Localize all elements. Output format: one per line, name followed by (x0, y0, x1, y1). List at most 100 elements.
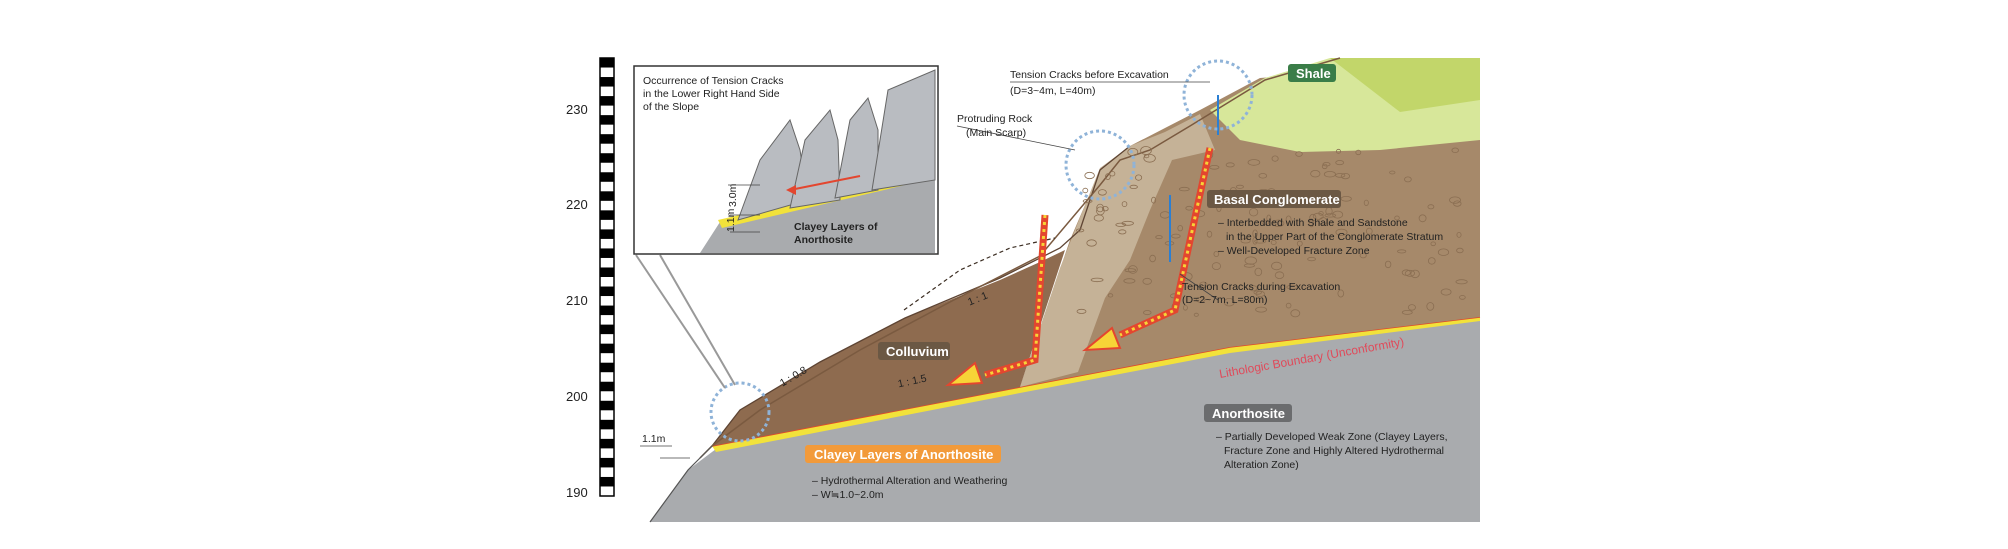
pebble (1404, 176, 1412, 183)
protruding-label: Protruding Rock (957, 113, 1033, 125)
slope-surface-line (699, 57, 1341, 459)
anorthosite-tag (1204, 404, 1292, 422)
unit-tags: Shale Basal Conglomerate Colluvium Anort… (805, 64, 1341, 463)
pebble (1243, 263, 1255, 268)
pebble (1252, 236, 1258, 245)
pebble (1240, 238, 1251, 244)
shale-label: Shale (1296, 66, 1331, 81)
pebble (1082, 187, 1089, 194)
pebble (1272, 219, 1285, 227)
pebble (1335, 160, 1345, 166)
pebble (1253, 290, 1262, 295)
pebble (1225, 162, 1235, 168)
pebble (1118, 229, 1127, 235)
pebble (1140, 146, 1152, 155)
ruler-segment (600, 172, 614, 182)
pebble (1075, 228, 1085, 233)
pebble (1254, 267, 1263, 277)
pebble (1261, 220, 1270, 226)
toe-slope (649, 445, 713, 523)
pebble (1199, 281, 1208, 288)
ruler-segment (600, 457, 614, 468)
protruding-sub: (Main Scarp) (966, 127, 1026, 139)
ruler-segment (600, 58, 614, 68)
pebble (1107, 293, 1114, 298)
pebble (1318, 217, 1328, 226)
inset-title-line: in the Lower Right Hand Side (643, 88, 780, 100)
ruler-segment (600, 153, 614, 163)
tension-before-dim: (D=3~4m, L=40m) (1010, 85, 1096, 97)
pebble (1407, 304, 1416, 311)
arrow-head-left (944, 361, 984, 387)
pebble (1249, 285, 1258, 292)
ruler-segment (600, 343, 614, 354)
conglomerate-texture (1075, 146, 1468, 318)
pebble (1449, 196, 1461, 204)
tension-during-dim: (D=2~7m, L=80m) (1182, 294, 1268, 306)
pebble (1428, 257, 1436, 265)
pebble (1124, 268, 1137, 273)
ruler-segment (600, 96, 614, 106)
pebble (1105, 173, 1111, 181)
pebble (1109, 170, 1116, 177)
pebble (1359, 252, 1367, 259)
ruler-segment (600, 248, 614, 258)
inset-connector (635, 254, 726, 389)
colluvium-label: Colluvium (886, 344, 949, 359)
slip-path-left (983, 214, 1049, 379)
pebble (1121, 201, 1128, 208)
inset-arrow (789, 175, 861, 191)
pebble (1128, 265, 1138, 274)
pebble (1430, 241, 1436, 247)
pebble (1336, 148, 1342, 154)
inset-connector (659, 254, 736, 386)
pebble (1185, 205, 1193, 211)
pebble (1321, 163, 1328, 170)
pebble (1142, 277, 1152, 285)
ruler-segment (600, 419, 614, 430)
clay-band (712, 317, 1480, 452)
leader-line (1179, 273, 1219, 301)
pebble (1384, 260, 1392, 269)
pebble (1223, 298, 1235, 307)
pebble (1401, 309, 1413, 315)
arrow-head-right (1081, 326, 1122, 352)
tension-during-label: Tension Cracks during Excavation (1182, 281, 1340, 293)
slip-arrows (944, 147, 1214, 387)
inset-title-line: of the Slope (643, 101, 699, 113)
ruler-segment (600, 305, 614, 316)
ruler-segment (600, 134, 614, 144)
pebble (1254, 239, 1267, 244)
axis-tick-label: 200 (566, 389, 588, 404)
disturbed-zone (1020, 114, 1215, 387)
shale-tag (1288, 64, 1336, 82)
ruler-segment (600, 286, 614, 297)
pebble (1285, 302, 1292, 309)
pebble (1455, 279, 1468, 285)
pebble (1404, 269, 1416, 277)
inset-block (834, 96, 879, 199)
basal-note: in the Upper Part of the Conglomerate St… (1226, 231, 1443, 243)
pebble (1271, 155, 1279, 162)
inset-clay-label: Anorthosite (794, 234, 853, 246)
pebble (1355, 149, 1362, 156)
pebble (1456, 231, 1462, 238)
ruler-segment (600, 476, 614, 487)
slip-path-right (1118, 147, 1214, 339)
circle-toe (709, 381, 771, 443)
pebble (1410, 269, 1420, 279)
geology-layers (649, 57, 1481, 523)
pebble (1206, 230, 1213, 238)
axis-tick-label: 210 (566, 293, 588, 308)
pebble (1456, 247, 1464, 254)
pebble (1177, 225, 1183, 232)
ground-surface (711, 145, 1131, 447)
anorthosite-note: Alteration Zone) (1224, 459, 1299, 471)
pebble (1098, 189, 1107, 196)
pebble (1102, 206, 1109, 212)
ruler-segment (600, 438, 614, 449)
pebble (1332, 210, 1344, 219)
pebble (1366, 227, 1373, 235)
pebble (1143, 310, 1152, 316)
